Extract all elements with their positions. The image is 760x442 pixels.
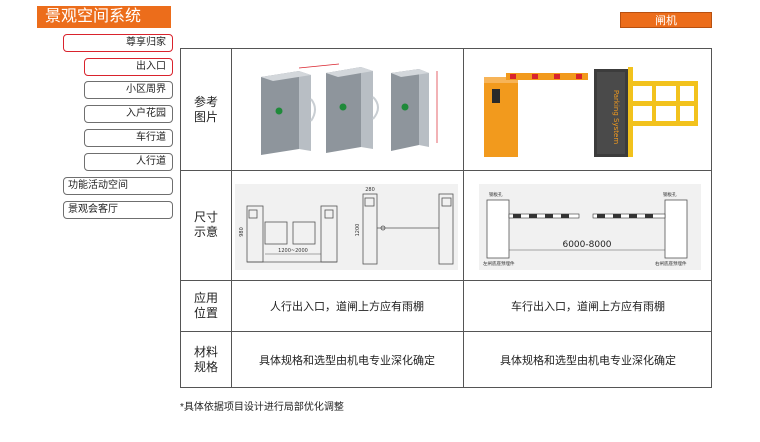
page-title: 景观空间系统 (37, 6, 171, 28)
drawing-span-label: 6000-8000 (562, 240, 611, 250)
drawing-width-label: 1200~2000 (278, 248, 308, 254)
nav-item-perimeter[interactable]: 小区周界 (84, 81, 173, 99)
parking-system-text: Parking System (612, 90, 620, 144)
drawing-height-right-label: 1200 (355, 224, 361, 237)
nav-item-lounge[interactable]: 景观会客厅 (63, 201, 173, 219)
vehicle-location-text: 车行出入口，道闸上方应有雨棚 (511, 300, 665, 313)
pedestrian-material-text: 具体规格和选型由机电专业深化确定 (259, 355, 435, 367)
drawing-height-left-label: 980 (239, 227, 245, 237)
nav-item-home[interactable]: 尊享归家 (63, 34, 173, 52)
row-label-location: 应用 位置 (194, 290, 219, 320)
vehicle-dimension-drawing: 6000-8000 钢板孔 钢板孔 左闸底座预埋件 右闸底座预埋件 (479, 184, 701, 270)
nav-item-walkway[interactable]: 人行道 (84, 153, 173, 171)
row-label-dimension: 尺寸 示意 (194, 210, 219, 239)
vehicle-barrier-photo: Parking System (476, 59, 704, 161)
drawing-top-label: 280 (365, 187, 375, 193)
row-label-reference: 参考 图片 (194, 94, 219, 124)
nav-item-entrance[interactable]: 出入口 (84, 58, 173, 76)
section-tag: 闸机 (620, 12, 712, 28)
nav-item-garden[interactable]: 入户花园 (84, 105, 173, 123)
pedestrian-location-text: 人行出入口，道闸上方应有雨棚 (270, 300, 424, 313)
drawing-hole-right-label: 钢板孔 (663, 191, 677, 198)
drawing-base-right-label: 右闸底座预埋件 (655, 260, 687, 267)
footnote: *具体依据项目设计进行局部优化调整 (180, 402, 344, 413)
drawing-hole-left-label: 钢板孔 (489, 191, 503, 198)
pedestrian-dimension-drawing: 1200~2000 980 1200 280 (235, 184, 458, 270)
vehicle-material-text: 具体规格和选型由机电专业深化确定 (500, 355, 676, 367)
gate-spec-table: 参考 图片 尺寸 示意 应用 位置 材料 规格 (180, 48, 712, 388)
pedestrian-gate-photo (241, 59, 455, 161)
row-label-material: 材料 规格 (194, 345, 219, 374)
nav-item-driveway[interactable]: 车行道 (84, 129, 173, 147)
drawing-base-left-label: 左闸底座预埋件 (483, 260, 515, 267)
nav-item-activity[interactable]: 功能活动空间 (63, 177, 173, 195)
